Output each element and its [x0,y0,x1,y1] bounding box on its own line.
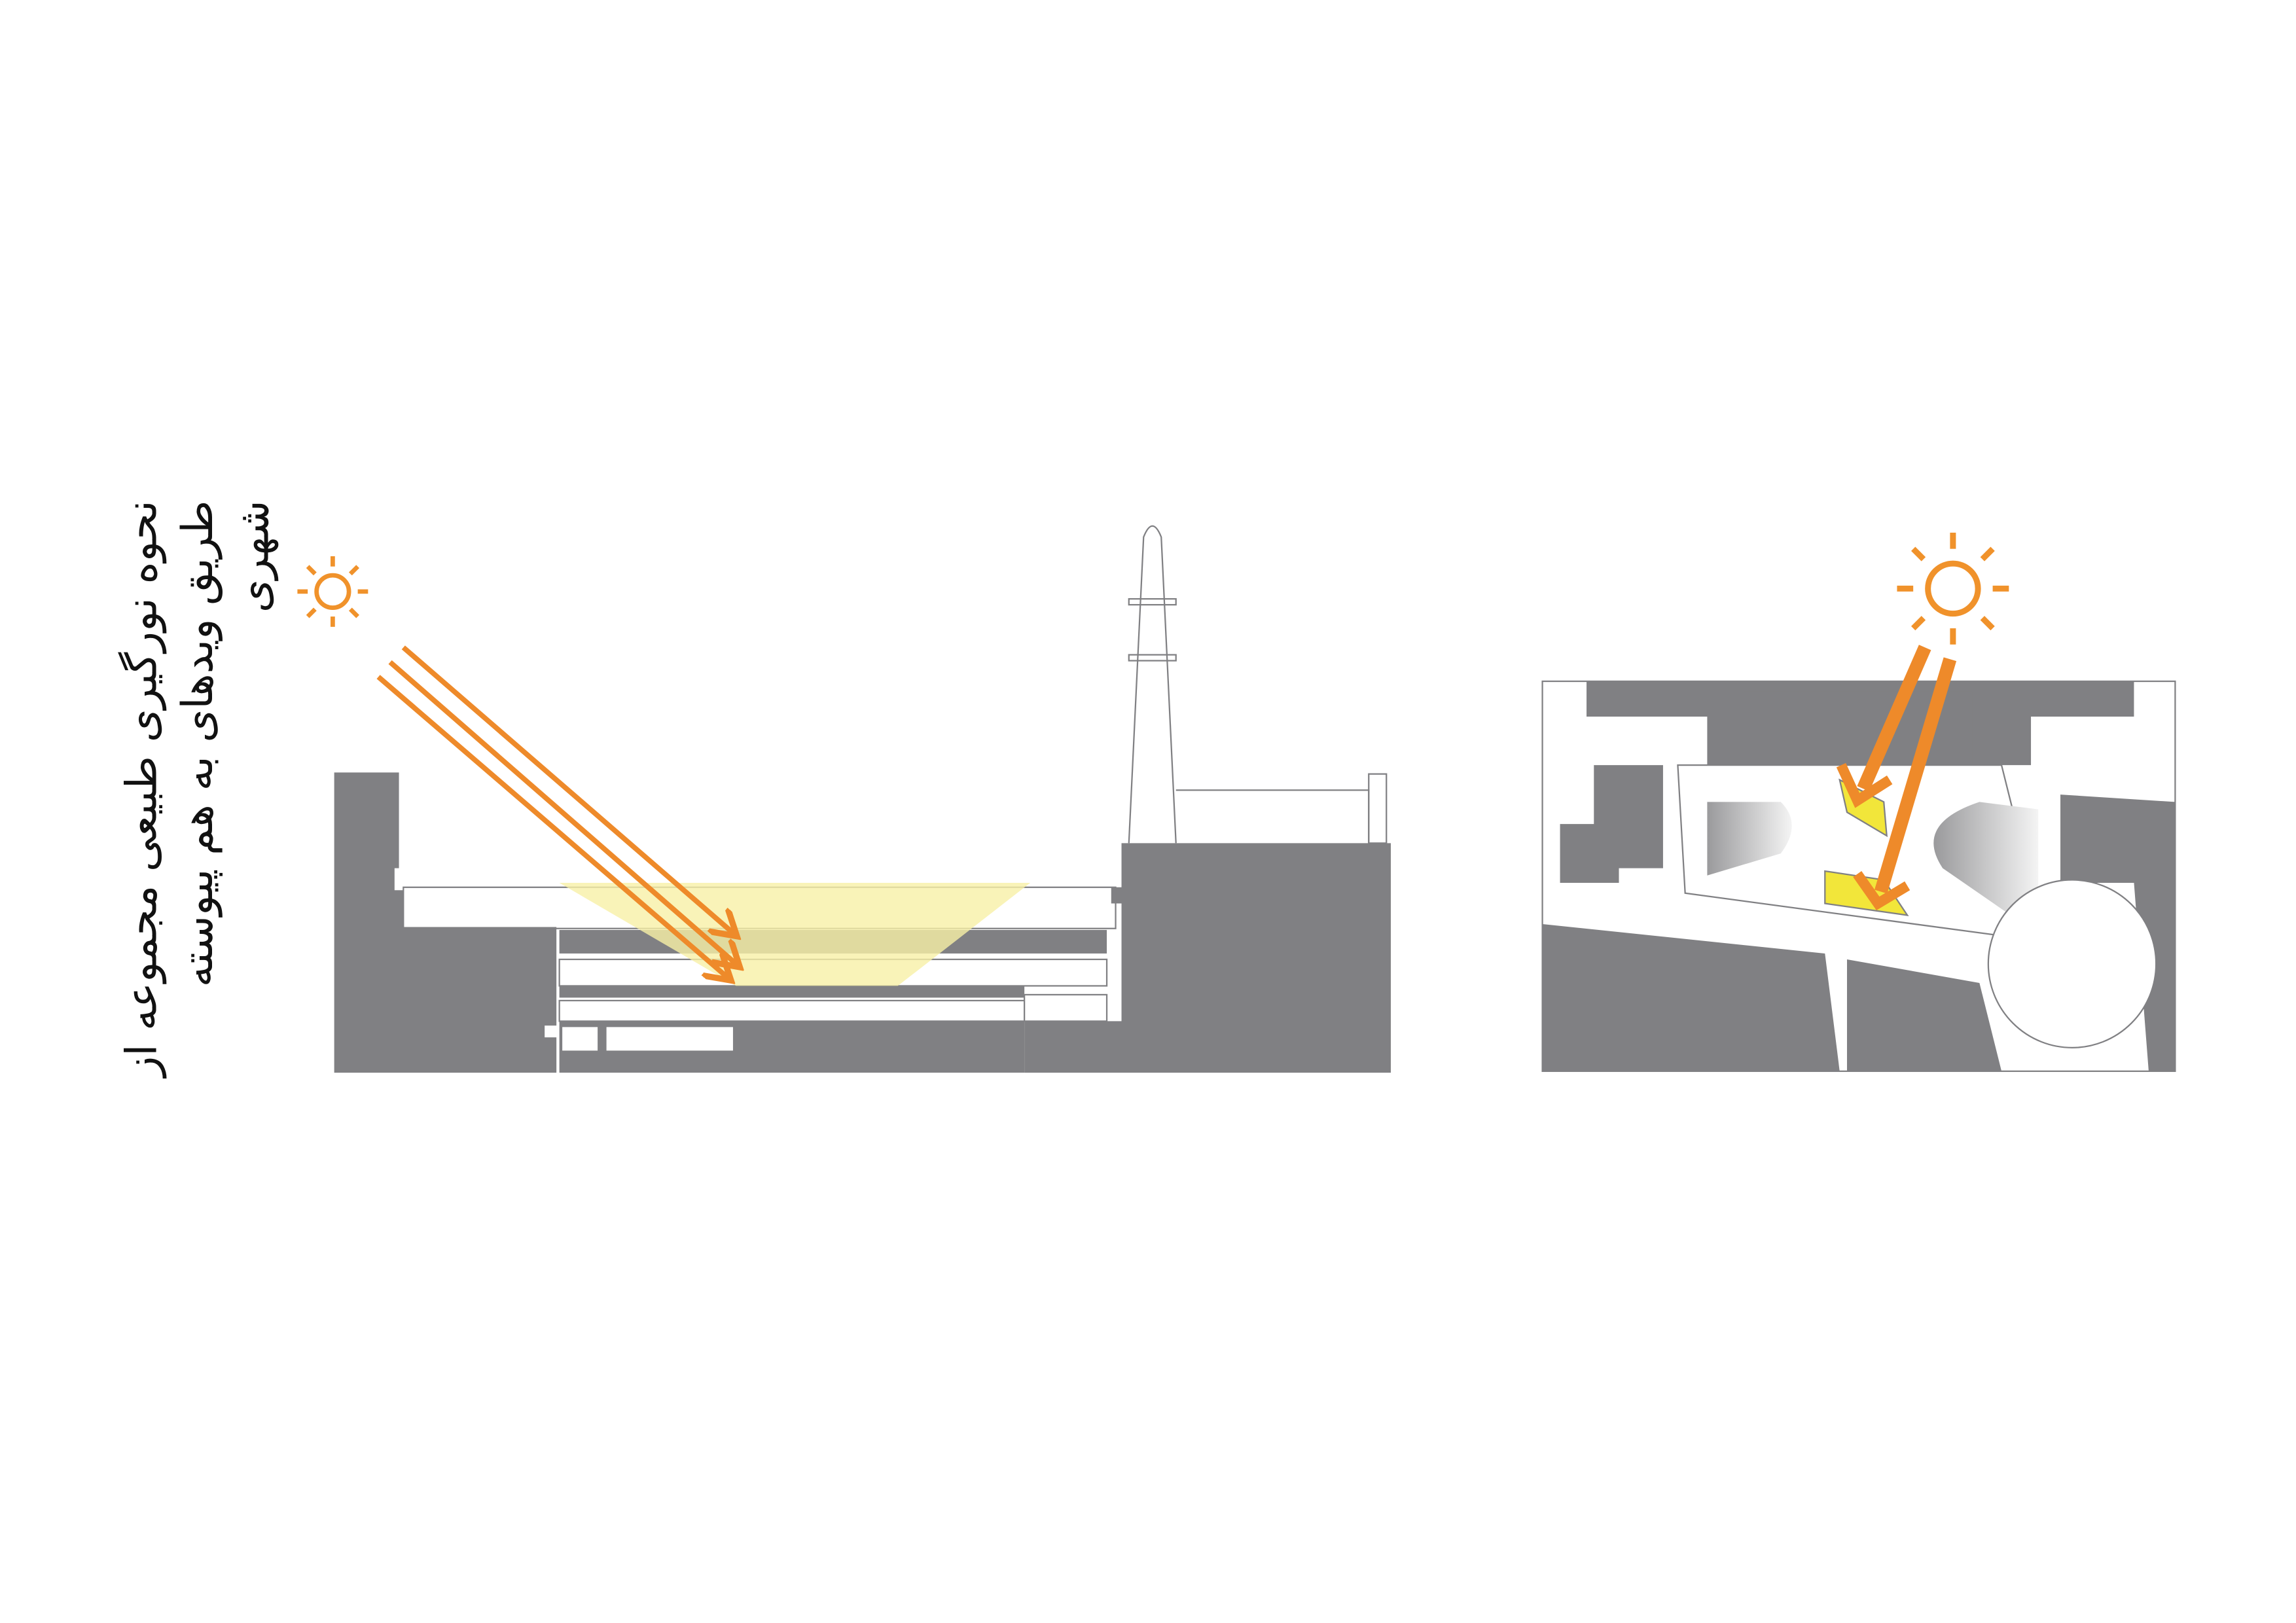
sun-icon-section [297,556,368,627]
caption: نحوه نورگیری طبیعی مجموعه از طریق ویدهای… [117,500,279,1079]
site-plan [1541,645,2176,1072]
light-cone [559,883,1031,986]
chimney [1128,525,1388,844]
caption-line-1: نحوه نورگیری طبیعی مجموعه از [117,500,167,1079]
sun-icon-plan [1897,532,2009,645]
sun-ray-arrows [376,645,736,977]
caption-line-2: طریق ویدهای به هم پیوسته [173,500,223,987]
plan-sun-arrows [1836,645,1957,911]
building-section [334,525,1391,1073]
caption-line-3: شهری [228,500,278,613]
